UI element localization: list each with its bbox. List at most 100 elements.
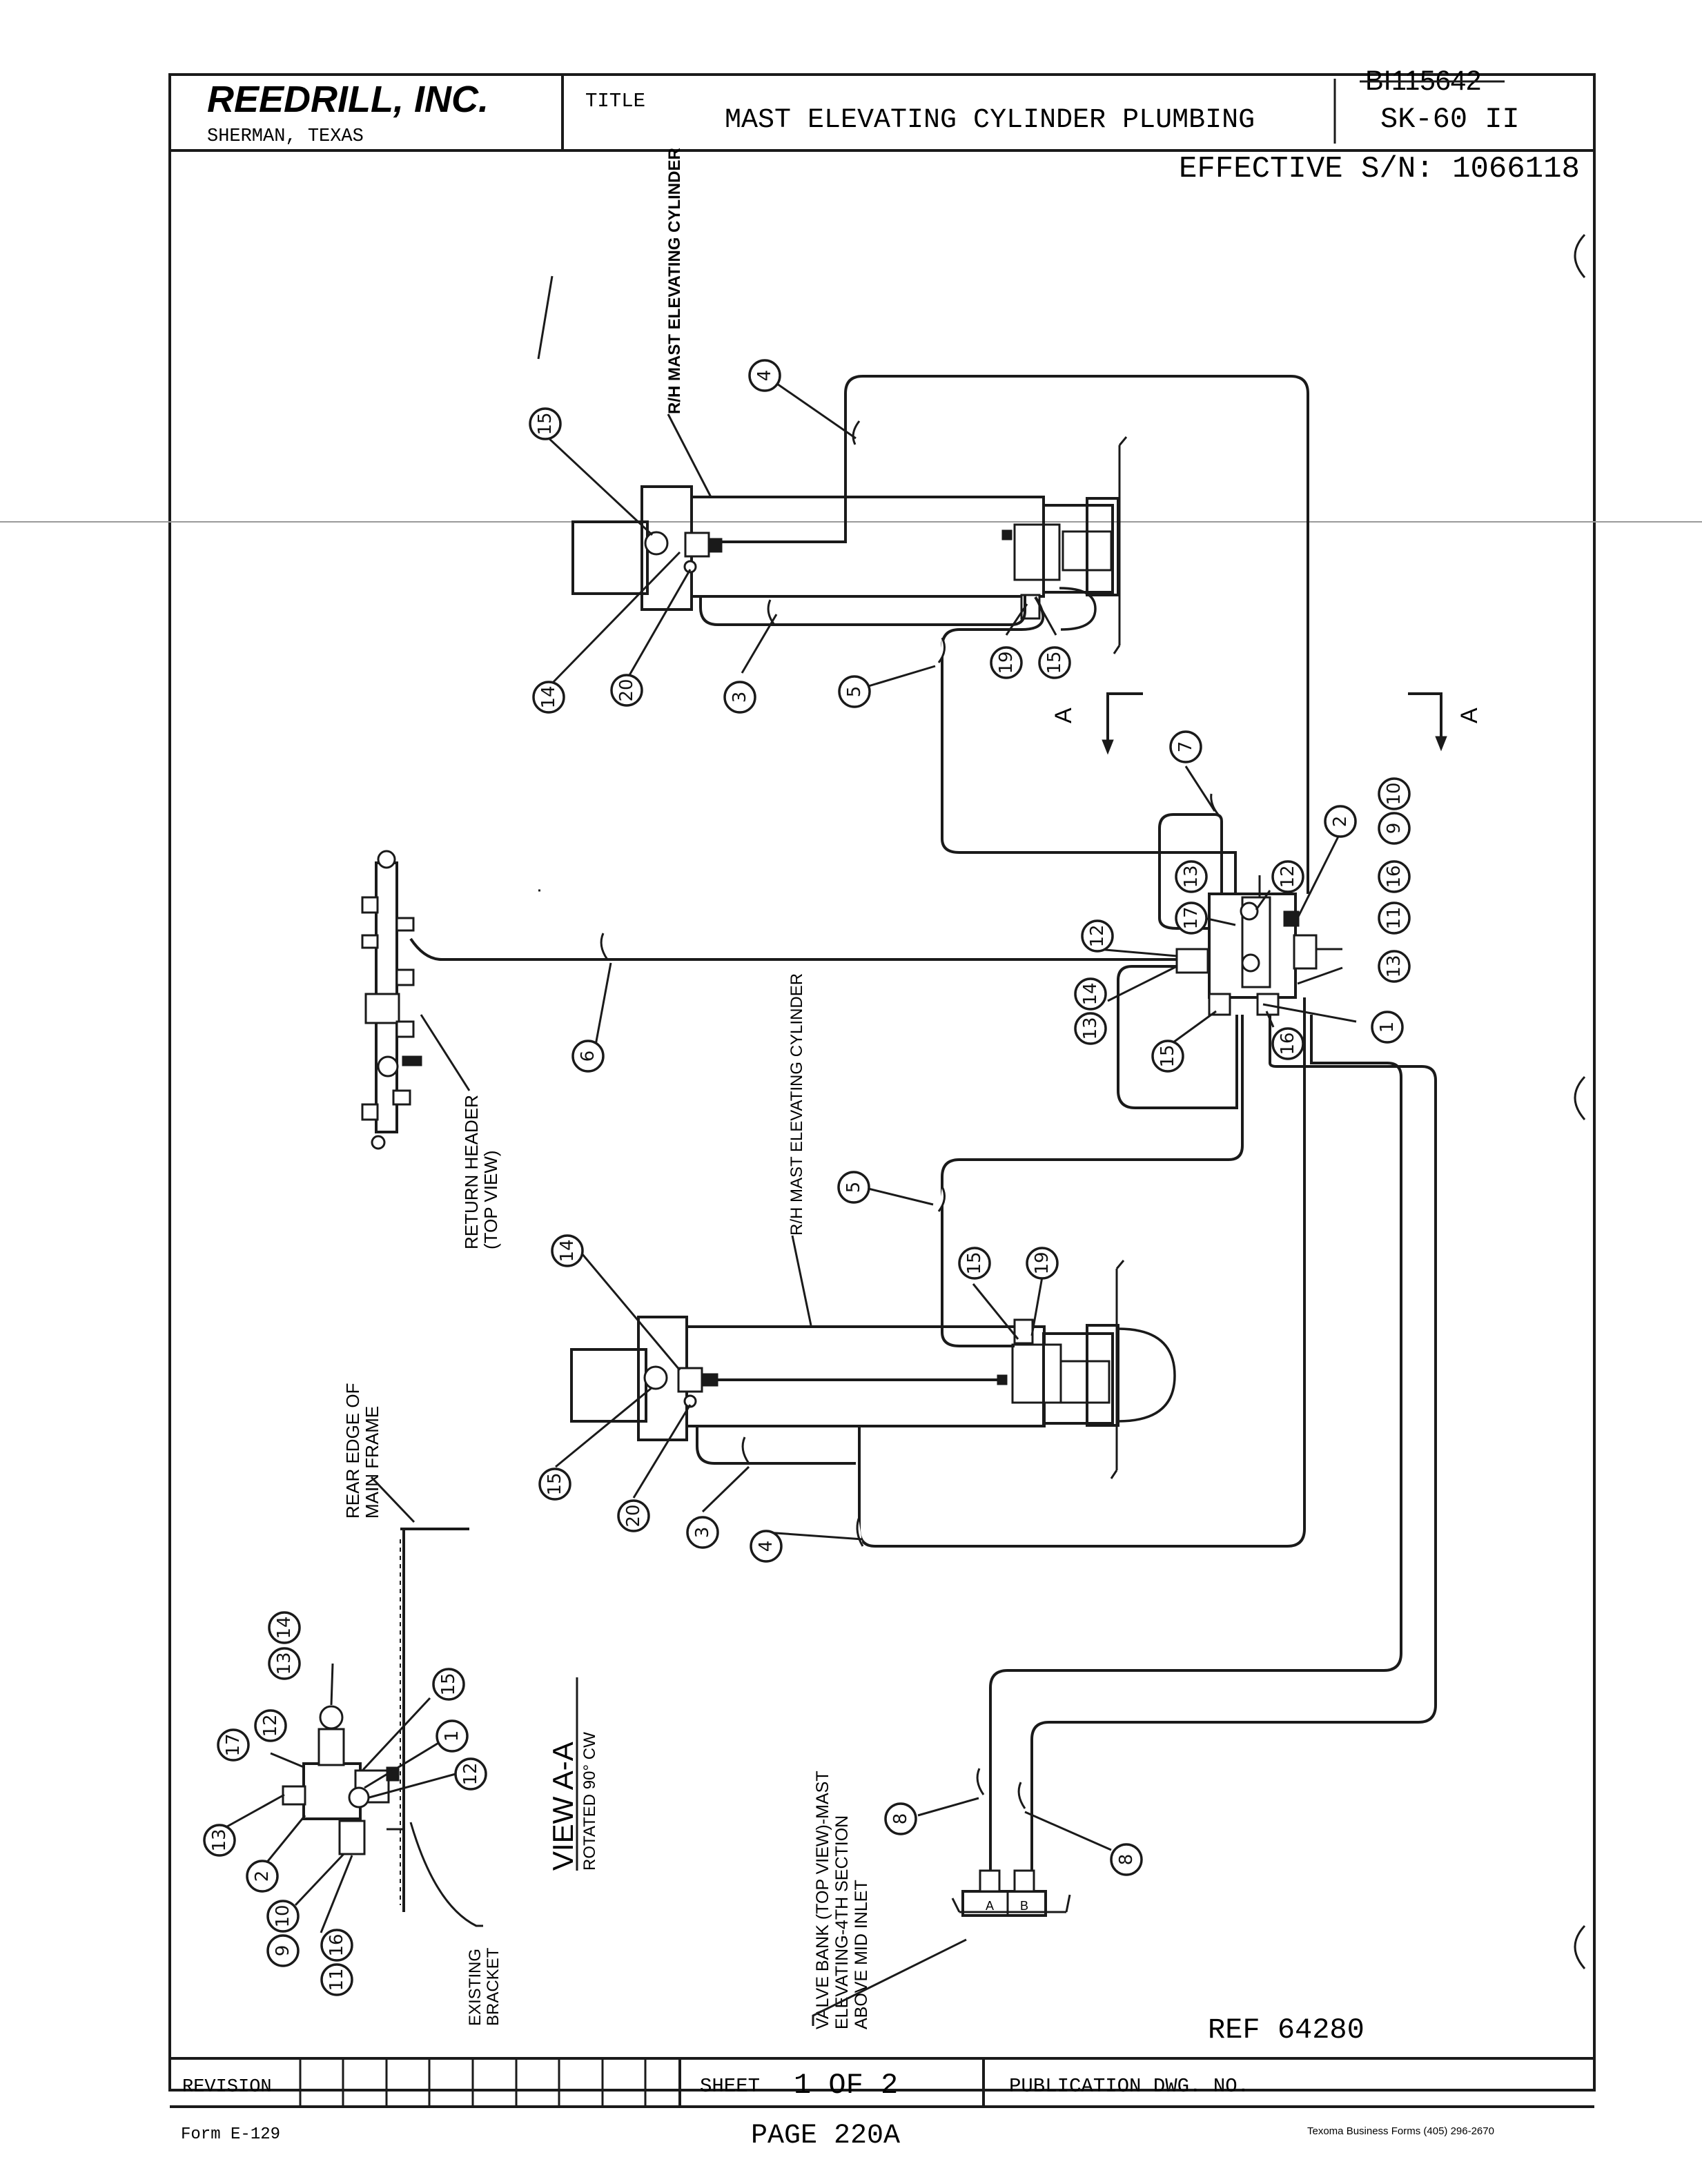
- svg-text:13: 13: [209, 1829, 230, 1851]
- balloon-15-upper-left: 15: [529, 407, 562, 440]
- balloon-13-valve-left: 13: [1074, 1012, 1107, 1045]
- rear-edge-label-line2: MAIN FRAME: [362, 1406, 382, 1519]
- svg-text:20: 20: [623, 1504, 644, 1527]
- rear-edge-label-line1: REAR EDGE OF: [342, 1383, 363, 1519]
- balloon-9-view-aa: 9: [266, 1934, 300, 1967]
- svg-text:16: 16: [326, 1933, 347, 1956]
- balloon-17-valve: 17: [1175, 901, 1208, 935]
- existing-bracket-label-line2: BRACKET: [484, 1947, 502, 2026]
- svg-text:20: 20: [616, 679, 637, 701]
- balloon-4-lower: 4: [750, 1530, 783, 1563]
- company-name: REEDRILL, INC.: [207, 79, 489, 120]
- svg-text:7: 7: [1175, 741, 1196, 753]
- balloon-15-upper-right: 15: [1038, 646, 1071, 679]
- svg-text:16: 16: [1278, 1032, 1298, 1055]
- svg-text:14: 14: [538, 685, 559, 708]
- valve-bank-label-line2: ELEVATING-4TH SECTION: [832, 1815, 852, 2029]
- balloon-9-valve: 9: [1378, 812, 1411, 845]
- svg-text:15: 15: [1044, 651, 1065, 674]
- svg-text:11: 11: [326, 1968, 347, 1991]
- balloon-4-upper: 4: [748, 359, 781, 392]
- balloon-2-view-aa: 2: [246, 1860, 279, 1893]
- printer-credit: Texoma Business Forms (405) 296-2670: [1307, 2125, 1494, 2137]
- view-aa-subtitle: ROTATED 90° CW: [580, 1732, 599, 1871]
- svg-text:13: 13: [274, 1652, 295, 1675]
- balloon-12-view-aa-right: 12: [454, 1757, 487, 1791]
- svg-text:19: 19: [1032, 1251, 1053, 1274]
- balloon-5-lower: 5: [837, 1171, 870, 1204]
- lower-cylinder-label: R/H MAST ELEVATING CYLINDER: [788, 973, 806, 1236]
- svg-text:8: 8: [890, 1813, 911, 1825]
- svg-text:14: 14: [557, 1239, 578, 1262]
- balloon-5-upper: 5: [838, 675, 871, 708]
- return-header-label-line1: RETURN HEADER: [461, 1095, 482, 1249]
- port-a-label: A: [986, 1899, 994, 1913]
- svg-text:14: 14: [274, 1616, 295, 1639]
- svg-text:19: 19: [996, 651, 1017, 674]
- svg-text:15: 15: [1157, 1044, 1178, 1067]
- sheet-label: SHEET: [700, 2075, 760, 2098]
- balloon-16-valve-right: 16: [1378, 860, 1411, 893]
- balloon-6: 6: [571, 1040, 605, 1073]
- section-mark-right: [1408, 692, 1447, 752]
- return-header-label-line2: (TOP VIEW): [480, 1151, 501, 1250]
- balloon-1-view-aa: 1: [436, 1719, 469, 1753]
- view-aa-title: VIEW A-A: [547, 1742, 579, 1871]
- balloon-14-view-aa: 14: [268, 1611, 301, 1644]
- svg-text:10: 10: [273, 1904, 293, 1927]
- return-header: [361, 850, 422, 1150]
- svg-text:12: 12: [260, 1714, 281, 1737]
- drawing-border: [0, 73, 1702, 2108]
- valve-bank-label-line1: VALVE BANK (TOP VIEW)-MAST: [813, 1771, 832, 2029]
- svg-text:10: 10: [1384, 782, 1405, 805]
- svg-text:8: 8: [1116, 1854, 1137, 1866]
- svg-text:13: 13: [1080, 1017, 1101, 1040]
- section-mark-left-letter: A: [1050, 708, 1077, 723]
- section-mark-left: [1102, 692, 1143, 755]
- balloon-16-view-aa: 16: [320, 1929, 353, 1962]
- balloon-7: 7: [1169, 730, 1202, 763]
- svg-text:16: 16: [1384, 865, 1405, 888]
- svg-text:13: 13: [1384, 955, 1405, 977]
- balloon-10-valve: 10: [1378, 777, 1411, 810]
- svg-text:5: 5: [843, 1182, 864, 1193]
- svg-text:15: 15: [438, 1673, 459, 1695]
- svg-text:13: 13: [1181, 865, 1202, 888]
- existing-bracket-label-line1: EXISTING: [466, 1949, 485, 2026]
- svg-text:12: 12: [1278, 865, 1298, 888]
- svg-text:15: 15: [964, 1251, 985, 1274]
- control-valve-assembly: [1175, 893, 1318, 1016]
- svg-text:17: 17: [223, 1733, 244, 1756]
- balloon-20-lower: 20: [617, 1499, 650, 1532]
- reference-number: REF 64280: [1208, 2014, 1364, 2047]
- leader-lines: [222, 275, 1357, 1933]
- balloon-15-view-aa: 15: [432, 1668, 465, 1701]
- model-number: SK-60 II: [1380, 103, 1520, 136]
- balloon-1-valve: 1: [1371, 1011, 1404, 1044]
- upper-cylinder-label: R/H MAST ELEVATING CYLINDER: [665, 148, 684, 414]
- balloon-15-lower-right: 15: [958, 1247, 991, 1280]
- svg-text:4: 4: [754, 370, 775, 382]
- balloon-10-view-aa: 10: [266, 1900, 300, 1933]
- svg-text:15: 15: [535, 412, 556, 435]
- balloon-13-valve-top: 13: [1175, 860, 1208, 893]
- balloon-13-valve-right: 13: [1378, 950, 1411, 983]
- svg-text:1: 1: [1377, 1022, 1398, 1033]
- svg-text:11: 11: [1384, 906, 1405, 929]
- balloon-8-left: 8: [884, 1802, 917, 1835]
- balloon-12-valve-top: 12: [1271, 860, 1304, 893]
- balloon-8-right: 8: [1110, 1843, 1143, 1876]
- balloon-11-valve: 11: [1378, 901, 1411, 935]
- svg-text:9: 9: [273, 1945, 293, 1957]
- balloon-11-view-aa: 11: [320, 1963, 353, 1996]
- balloon-17-view-aa: 17: [217, 1728, 250, 1762]
- valve-bank: [951, 1869, 1071, 1917]
- balloon-20-upper: 20: [610, 674, 643, 707]
- svg-text:2: 2: [252, 1871, 273, 1882]
- svg-text:12: 12: [1087, 924, 1108, 947]
- balloon-15-lower-left: 15: [538, 1468, 571, 1501]
- balloon-16-valve-bottom: 16: [1271, 1027, 1304, 1060]
- section-mark-right-letter: A: [1456, 708, 1483, 723]
- svg-text:5: 5: [844, 686, 865, 698]
